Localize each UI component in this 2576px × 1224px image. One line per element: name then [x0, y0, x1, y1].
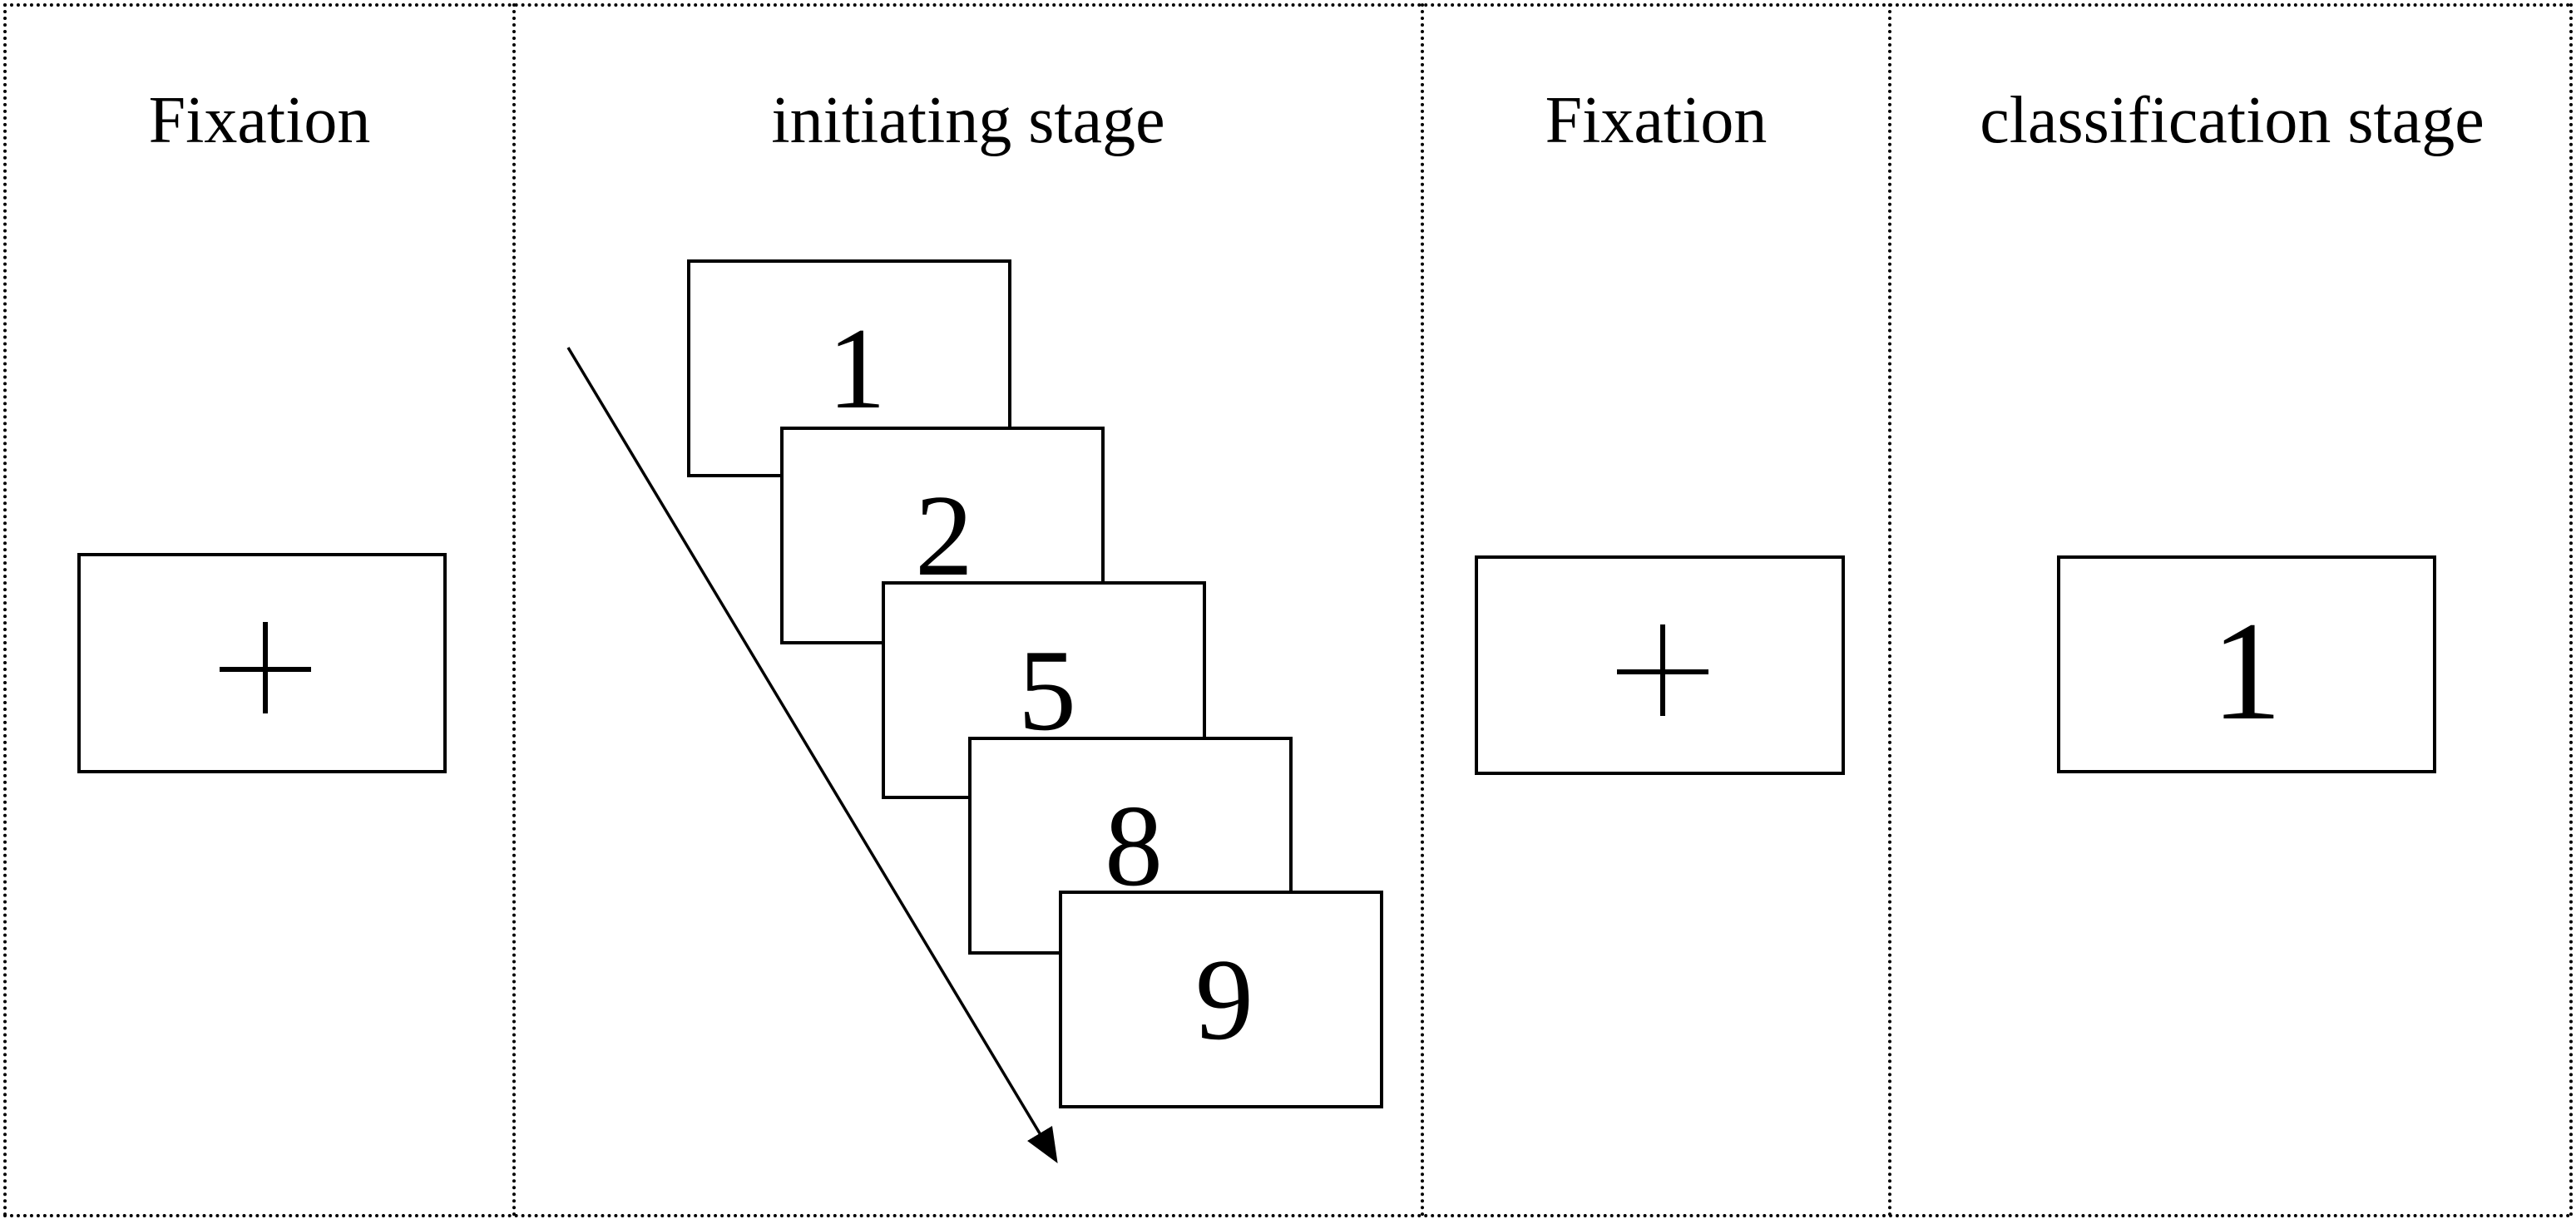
- panel-1-title: Fixation: [148, 84, 371, 157]
- target-box: 1: [2057, 555, 2436, 773]
- fixation-box-1: [77, 553, 447, 773]
- digit-card-5: 9: [1059, 891, 1383, 1108]
- panel-4-title: classification stage: [1980, 84, 2485, 157]
- panel-3-title: Fixation: [1545, 84, 1768, 157]
- panel-divider-1: [512, 3, 516, 1217]
- diagram-frame: [3, 3, 2573, 1217]
- digit-card-4-label: 8: [1105, 782, 1163, 911]
- target-digit: 1: [2211, 593, 2282, 749]
- fixation-box-2: [1475, 555, 1845, 775]
- panel-divider-3: [1888, 3, 1891, 1217]
- digit-card-1-label: 1: [828, 304, 886, 433]
- panel-2-title: initiating stage: [771, 84, 1165, 157]
- digit-card-5-label: 9: [1195, 935, 1253, 1064]
- digit-card-3-label: 5: [1018, 626, 1076, 755]
- fixation-cross-vertical: [263, 622, 268, 713]
- digit-card-2-label: 2: [915, 471, 973, 600]
- fixation-cross-vertical: [1660, 624, 1665, 716]
- panel-divider-2: [1421, 3, 1424, 1217]
